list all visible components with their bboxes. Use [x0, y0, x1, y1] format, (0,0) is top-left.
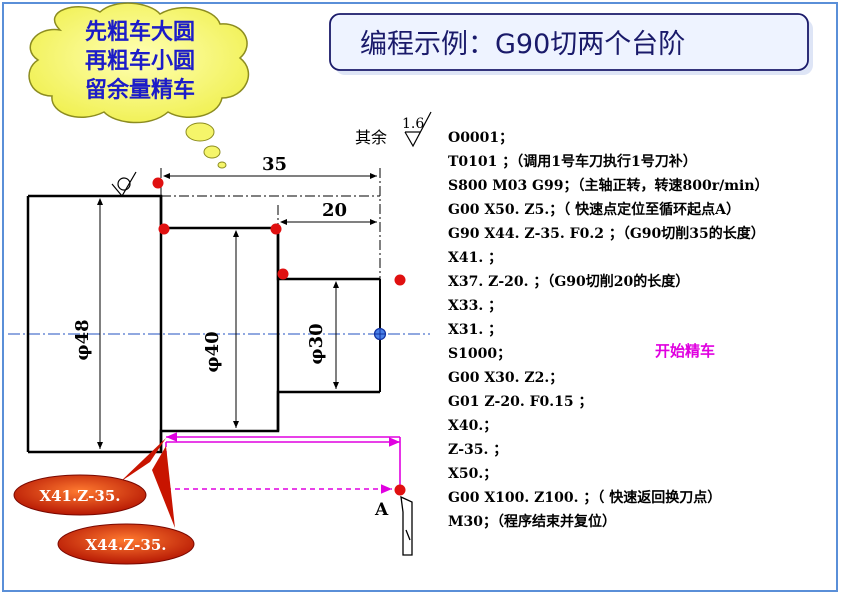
workpiece-outline [26, 194, 381, 454]
callout-x41: X41.Z-35. [13, 438, 166, 516]
program-line: G00 X50. Z5.；（ 快速点定位至循环起点A） [448, 202, 740, 218]
program-line: T0101 ；（调用1号车刀执行1号刀补） [448, 154, 697, 170]
program-line: X37. Z-20. ；（G90切削20的长度） [448, 274, 690, 290]
program-line: O0001； [448, 130, 514, 146]
program-line: S1000； [448, 346, 512, 362]
callout-x41-text: X41.Z-35. [39, 487, 120, 505]
title-banner [329, 13, 813, 75]
finish-symbol [111, 171, 137, 198]
program-line: M30；（程序结束并复位） [448, 514, 616, 530]
program-points [152, 177, 406, 496]
program-line: X40.； [448, 418, 498, 434]
cloud-line: 留余量精车 [84, 78, 195, 103]
roughness-symbol [404, 111, 432, 148]
cutting-tool-icon [400, 495, 413, 556]
program-line: X41. ； [448, 250, 503, 266]
program-line: G90 X44. Z-35. F0.2 ；（G90切削35的长度） [448, 226, 765, 242]
program-line: S800 M03 G99；（主轴正转，转速800r/min） [448, 178, 769, 194]
program-line: G00 X100. Z100. ；（ 快速返回换刀点） [448, 490, 722, 506]
roughness-value: 1.6 [402, 116, 424, 132]
program-line: G01 Z-20. F0.15 ； [448, 394, 593, 410]
program-line: X33. ； [448, 298, 503, 314]
point-step-1 [158, 223, 170, 235]
point-a [394, 484, 406, 496]
nc-program: O0001； T0101 ；（调用1号车刀执行1号刀补） S800 M03 G99；… [448, 126, 838, 534]
program-line: X31. ； [448, 322, 503, 338]
extension-lines [160, 168, 381, 279]
program-line: X50.； [448, 466, 498, 482]
slide-title: 编程示例：G90切两个台阶 [360, 29, 686, 60]
program-line: Z-35. ； [448, 442, 508, 458]
finish-note: 开始精车 [655, 342, 716, 360]
program-line: G00 X30. Z2.； [448, 370, 564, 386]
point-start [152, 177, 164, 189]
dim-label-d48: φ48 [72, 319, 93, 360]
point-step-2 [270, 223, 282, 235]
point-step-3 [277, 268, 289, 280]
point-approach [394, 274, 406, 286]
dim-label-d40: φ40 [202, 331, 223, 372]
cloud-line: 再粗车小圆 [84, 49, 195, 74]
thought-cloud [28, 2, 250, 169]
cloud-text: 先粗车大圆 再粗车小圆 留余量精车 [40, 18, 240, 105]
callout-x44-text: X44.Z-35. [85, 536, 166, 554]
roughness-prefix: 其余 [355, 128, 388, 147]
tool-path [165, 432, 401, 494]
cloud-line: 先粗车大圆 [84, 20, 195, 45]
callout-x44: X44.Z-35. [57, 446, 195, 565]
dim-label-20: 20 [322, 200, 347, 221]
dim-label-d30: φ30 [306, 323, 327, 364]
point-a-label: A [374, 500, 389, 520]
dim-label-35: 35 [262, 154, 287, 175]
